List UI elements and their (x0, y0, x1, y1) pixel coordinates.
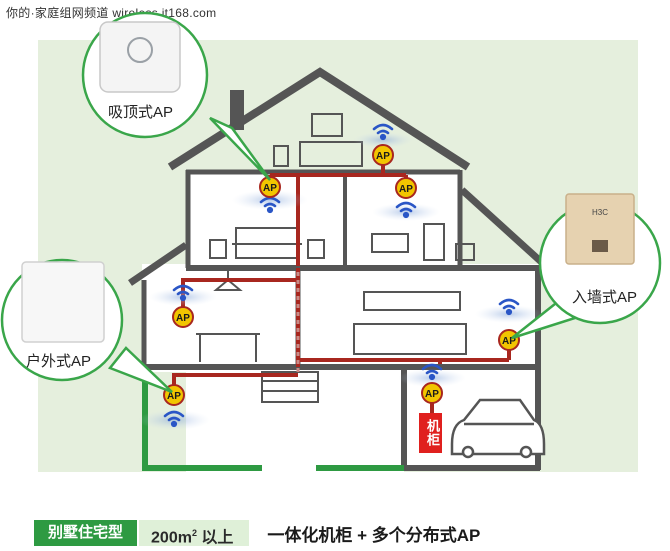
wall-ap-label: 入墙式AP (572, 289, 638, 306)
ap-label: AP (176, 313, 190, 324)
ap-label: AP (399, 184, 413, 195)
ap-label: AP (263, 183, 277, 194)
banner-area: 200m2 以上 (139, 520, 250, 547)
ceiling-ap-device (99, 21, 181, 93)
banner-slogan: 一体化机柜 + 多个分布式AP (267, 525, 481, 545)
ap-badge (395, 177, 417, 199)
ap-badge (259, 176, 281, 198)
bottom-banner: 别墅住宅型 200m2 以上 一体化机柜 + 多个分布式AP (34, 520, 480, 546)
area-sup: 2 (191, 528, 197, 538)
banner-tag: 别墅住宅型 (34, 520, 138, 546)
callout-wall-ap: H3C (511, 193, 662, 340)
wifi-icon (172, 284, 194, 302)
wifi-icon (372, 123, 394, 141)
ap-label: AP (425, 389, 439, 400)
wifi-icon (498, 298, 520, 316)
ap-badge-labels: AP AP AP AP AP AP AP (167, 151, 516, 402)
ap-badge (172, 306, 194, 328)
outdoor-ap-label: 户外式AP (26, 353, 92, 370)
ap-label: AP (376, 151, 390, 162)
ap-label: AP (502, 336, 516, 347)
ap-badge (421, 382, 443, 404)
outdoor-ap-device (21, 261, 105, 343)
area-value: 200m (151, 529, 192, 547)
ground-floor-walls (142, 368, 404, 471)
wall-ap-brand: H3C (592, 208, 608, 217)
wall-ap-device (565, 193, 635, 265)
wifi-icon (421, 363, 443, 381)
network-cabinet: 机柜 (419, 413, 442, 453)
wifi-icon (163, 410, 185, 428)
ap-label: AP (167, 391, 181, 402)
wifi-icon (395, 201, 417, 219)
callout-outdoor-ap (0, 258, 173, 394)
ap-badge (372, 144, 394, 166)
ceiling-ap-label: 吸顶式AP (108, 104, 174, 121)
callout-ceiling-ap (81, 11, 272, 181)
area-suffix: 以上 (196, 529, 234, 547)
car-icon (450, 398, 546, 459)
